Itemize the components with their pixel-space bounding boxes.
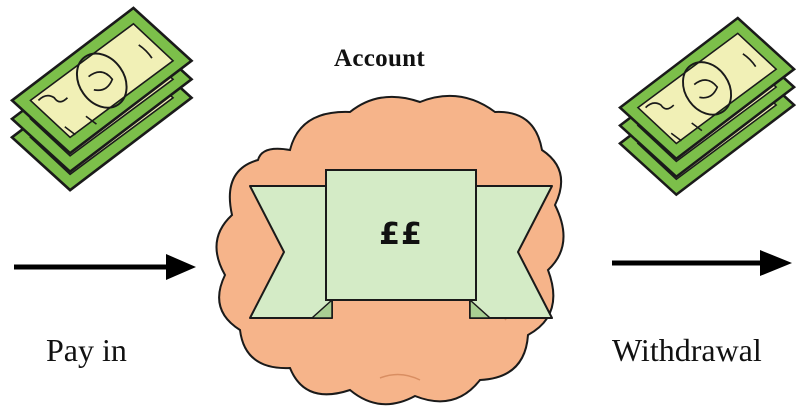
pay-in-arrow xyxy=(14,254,196,280)
account-title: Account xyxy=(334,46,425,71)
banknote-stack-icon xyxy=(620,18,794,195)
balance-symbol: ££ xyxy=(336,220,466,250)
pay-in-label: Pay in xyxy=(46,334,127,366)
banknote-stack-icon xyxy=(12,8,192,190)
withdrawal-label: Withdrawal xyxy=(612,334,762,366)
withdrawal-arrow xyxy=(612,250,792,276)
